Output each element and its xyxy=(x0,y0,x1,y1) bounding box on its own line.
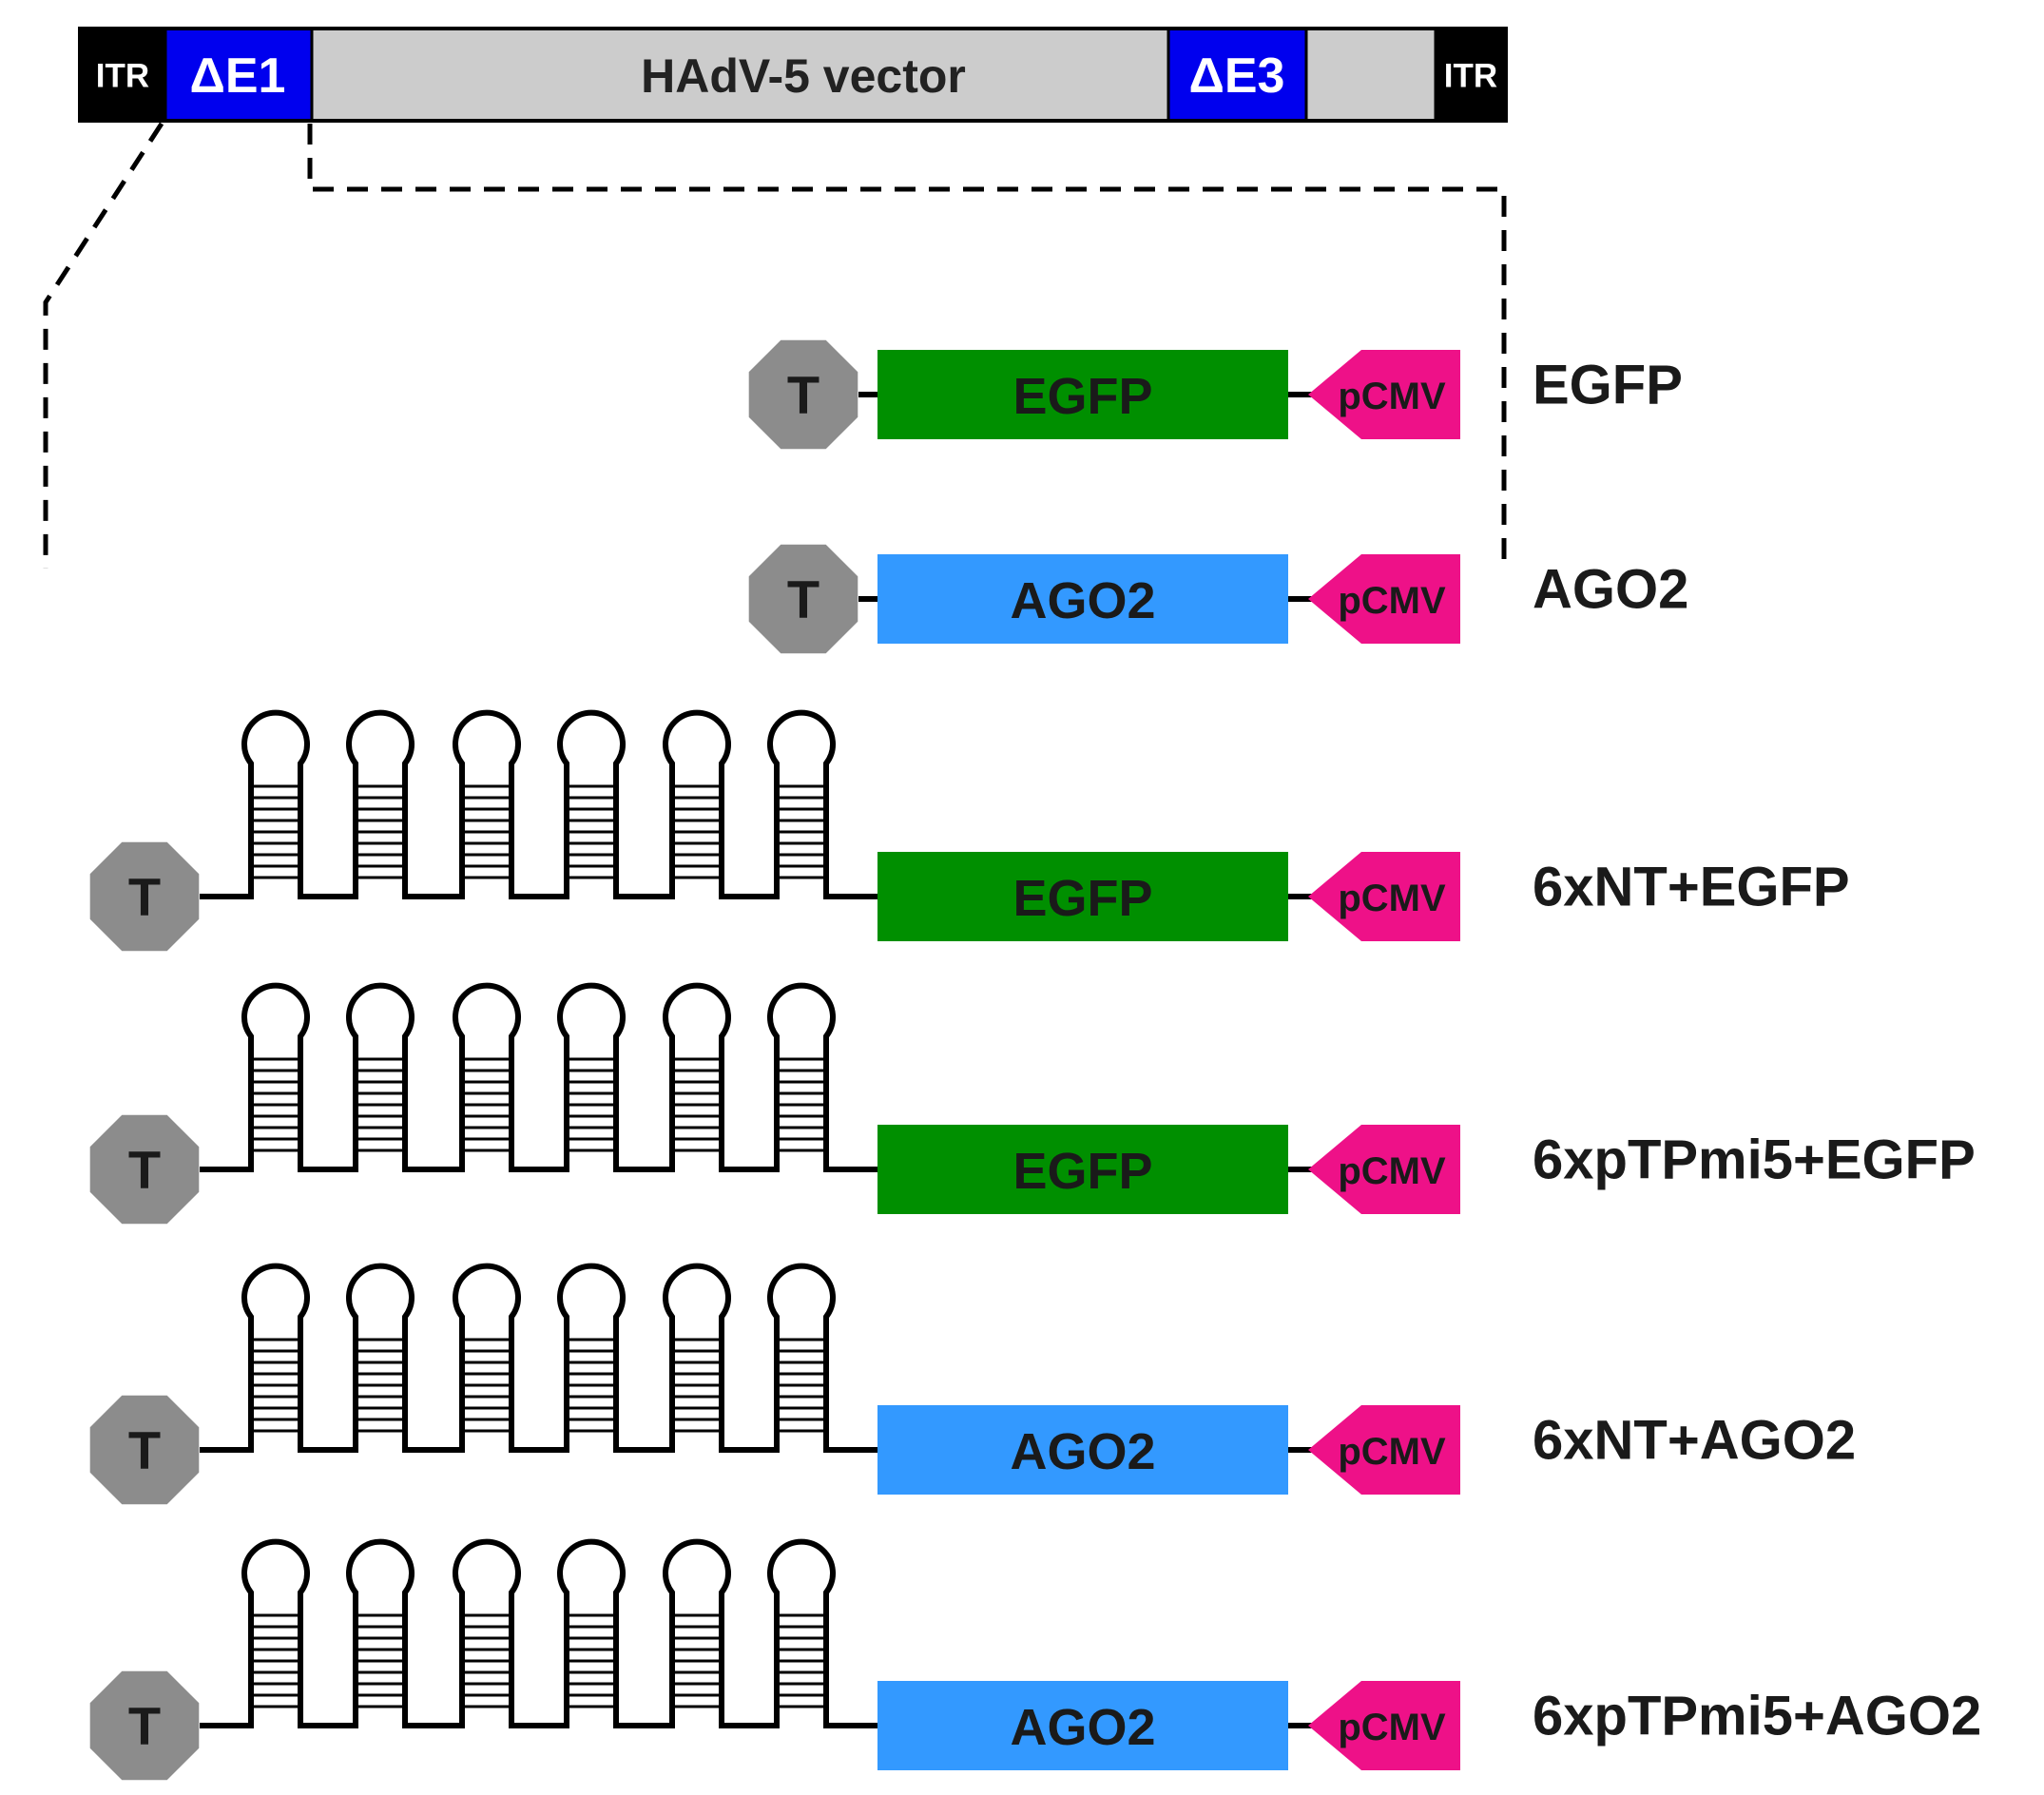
construct-row: T AGO2 pCMV AGO2 xyxy=(748,544,1688,654)
vector-backbone-bar: ITR ΔE1 HAdV-5 vector ΔE3 ITR xyxy=(78,27,1508,123)
construct-name: 6xpTPmi5+AGO2 xyxy=(1533,1686,1981,1747)
construct-name: 6xNT+AGO2 xyxy=(1533,1410,1856,1472)
promoter-arrow xyxy=(1308,554,1460,644)
promoter-arrow xyxy=(1308,1405,1460,1495)
egfp-gene-box xyxy=(877,350,1288,439)
backbone-label: HAdV-5 vector xyxy=(641,49,966,103)
terminator-octagon xyxy=(748,544,858,654)
construct-name: 6xpTPmi5+EGFP xyxy=(1533,1129,1976,1191)
gene-label: AGO2 xyxy=(1010,1423,1155,1480)
egfp-gene-box xyxy=(877,852,1288,941)
promoter-arrow xyxy=(1308,350,1460,439)
delta-e1-label: ΔE1 xyxy=(190,48,286,104)
itr-right-block xyxy=(1436,29,1506,121)
zoom-line-right xyxy=(307,124,1507,569)
promoter-arrow xyxy=(1308,852,1460,941)
hairpin-line xyxy=(200,982,877,1172)
terminator-label: T xyxy=(128,867,161,927)
construct-row: T AGO2 pCMV 6xpTPmi5+AGO2 xyxy=(89,1538,1981,1781)
zoom-in-dashed-lines xyxy=(43,122,1507,569)
hairpin-line xyxy=(200,709,877,899)
terminator-label: T xyxy=(787,569,820,629)
backbone-tail-block xyxy=(1304,27,1437,123)
gene-label: AGO2 xyxy=(1010,1699,1155,1756)
promoter-label: pCMV xyxy=(1338,1431,1446,1473)
promoter-arrow xyxy=(1308,1681,1460,1770)
terminator-label: T xyxy=(128,1140,161,1200)
construct-name: AGO2 xyxy=(1533,559,1688,621)
delta-e3-label: ΔE3 xyxy=(1189,48,1285,104)
gene-label: EGFP xyxy=(1012,368,1152,425)
delta-e3-block xyxy=(1167,27,1308,123)
hairpin-line xyxy=(200,1538,877,1728)
gene-label: EGFP xyxy=(1012,1143,1152,1200)
construct-row: T EGFP pCMV EGFP xyxy=(748,339,1683,450)
itr-left-block xyxy=(80,29,165,121)
terminator-octagon xyxy=(89,1670,200,1781)
backbone-outline xyxy=(78,27,1508,123)
itr-right-label: ITR xyxy=(1444,58,1497,95)
zoom-line-left xyxy=(43,122,164,569)
terminator-label: T xyxy=(128,1696,161,1756)
promoter-label: pCMV xyxy=(1338,1150,1446,1192)
construct-row: T AGO2 pCMV 6xNT+AGO2 xyxy=(89,1263,1856,1505)
terminator-octagon xyxy=(89,1114,200,1225)
terminator-octagon xyxy=(89,841,200,952)
promoter-label: pCMV xyxy=(1338,580,1446,622)
construct-name: EGFP xyxy=(1533,355,1683,416)
promoter-label: pCMV xyxy=(1338,878,1446,919)
terminator-label: T xyxy=(787,365,820,425)
itr-left-label: ITR xyxy=(96,58,149,95)
promoter-label: pCMV xyxy=(1338,1707,1446,1748)
promoter-label: pCMV xyxy=(1338,376,1446,417)
hairpin-line xyxy=(200,1263,877,1453)
construct-row: T EGFP pCMV 6xNT+EGFP xyxy=(89,709,1850,952)
terminator-label: T xyxy=(128,1420,161,1480)
ago2-gene-box xyxy=(877,1681,1288,1770)
ago2-gene-box xyxy=(877,1405,1288,1495)
construct-name: 6xNT+EGFP xyxy=(1533,857,1850,918)
delta-e1-block xyxy=(164,27,314,123)
egfp-gene-box xyxy=(877,1125,1288,1214)
ago2-gene-box xyxy=(877,554,1288,644)
promoter-arrow xyxy=(1308,1125,1460,1214)
construct-row: T EGFP pCMV 6xpTPmi5+EGFP xyxy=(89,982,1976,1225)
terminator-octagon xyxy=(89,1395,200,1505)
gene-label: AGO2 xyxy=(1010,572,1155,629)
terminator-octagon xyxy=(748,339,858,450)
gene-label: EGFP xyxy=(1012,870,1152,927)
